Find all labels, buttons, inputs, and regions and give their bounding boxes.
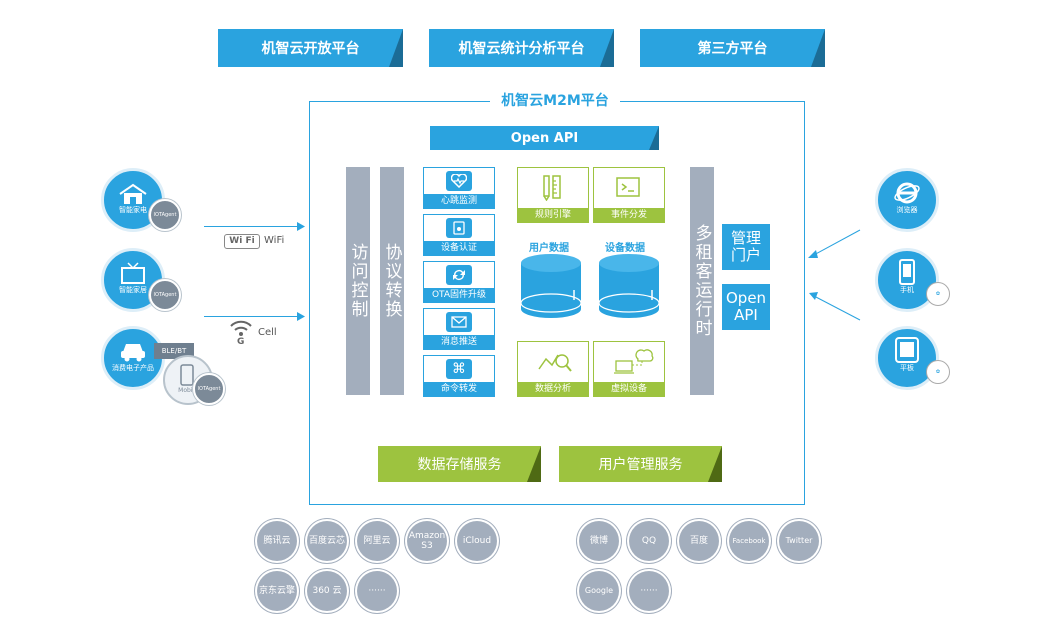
social-google[interactable]: Google <box>579 571 619 611</box>
user-management-service-bar: 用户管理服务 <box>559 446 722 482</box>
bar-label: 用户管理服务 <box>598 457 683 473</box>
device-label: 手机 <box>900 286 914 294</box>
ota-update-icon <box>446 265 472 285</box>
social-facebook[interactable]: Facebook <box>729 521 769 561</box>
service-label: 事件分发 <box>594 208 664 222</box>
device-data-cylinder <box>598 254 660 318</box>
database-cylinders <box>520 254 660 318</box>
service-virtual-device: 虚拟设备 <box>593 341 665 397</box>
service-label: OTA固件升级 <box>424 288 494 302</box>
cell-g-label: G <box>237 337 245 347</box>
service-heartbeat: 心跳监测 <box>423 167 495 209</box>
service-label: 规则引擎 <box>518 208 588 222</box>
signal-icon <box>230 320 252 336</box>
right-api-label: Open API <box>726 289 767 324</box>
social-qq[interactable]: QQ <box>629 521 669 561</box>
service-push: 消息推送 <box>423 308 495 350</box>
user-data-cylinder <box>520 254 582 318</box>
cell-label: Cell <box>258 327 277 338</box>
right-connection-arrows <box>808 229 861 321</box>
bar-label: 数据存储服务 <box>417 457 502 473</box>
social-twitter[interactable]: Twitter <box>779 521 819 561</box>
sdk-badge-icon: ✿ <box>926 282 950 306</box>
service-label: 消息推送 <box>424 335 494 349</box>
user-data-label: 用户数据 <box>529 243 569 254</box>
top-platform-label: 第三方平台 <box>697 41 768 57</box>
service-ota: OTA固件升级 <box>423 261 495 303</box>
device-browser: 浏览器 <box>875 168 939 232</box>
analysis-magnifier-icon <box>538 347 572 375</box>
car-icon <box>121 344 145 362</box>
arrow-head-icon <box>297 222 305 231</box>
mobile-phone-icon <box>180 364 194 386</box>
top-platform-open[interactable]: 机智云开放平台 <box>218 29 403 67</box>
device-label: 消费电子产品 <box>112 364 154 372</box>
provider-baidu-cloud[interactable]: 百度云芯 <box>307 521 347 561</box>
command-key-icon: ⌘ <box>446 359 472 379</box>
service-command: ⌘ 命令转发 <box>423 355 495 397</box>
cloud-laptop-icon <box>614 347 654 375</box>
service-rule-engine: 规则引擎 <box>517 167 589 223</box>
service-label: 命令转发 <box>424 382 494 396</box>
data-storage-service-bar: 数据存储服务 <box>378 446 541 482</box>
open-api-bar[interactable]: Open API <box>430 126 659 150</box>
device-auth-icon <box>446 218 472 238</box>
top-platform-stats[interactable]: 机智云统计分析平台 <box>429 29 614 67</box>
iot-agent-badge: IOTAgent <box>193 373 225 405</box>
device-label: 平板 <box>900 364 914 372</box>
top-platform-label: 机智云统计分析平台 <box>458 41 585 57</box>
terminal-icon <box>614 173 642 201</box>
provider-jd-cloud[interactable]: 京东云擎 <box>257 571 297 611</box>
multi-tenant-column: 多租客运行时 <box>690 167 714 395</box>
provider-icloud[interactable]: iCloud <box>457 521 497 561</box>
m2m-platform-title: 机智云M2M平台 <box>490 90 620 110</box>
top-platform-label: 机智云开放平台 <box>261 41 360 57</box>
service-label: 心跳监测 <box>424 194 494 208</box>
portal-label: 管理门户 <box>730 229 761 264</box>
access-control-column: 访问控制 <box>346 167 370 395</box>
tv-icon <box>121 262 145 284</box>
device-label: 智能家电 <box>119 206 147 214</box>
heartbeat-icon <box>446 171 472 191</box>
house-icon <box>119 183 147 204</box>
envelope-icon <box>446 312 472 332</box>
service-device-auth: 设备认证 <box>423 214 495 256</box>
top-platform-third[interactable]: 第三方平台 <box>640 29 825 67</box>
iot-agent-badge: IOTAgent <box>149 199 181 231</box>
service-label: 虚拟设备 <box>594 382 664 396</box>
service-label: 设备认证 <box>424 241 494 255</box>
protocol-convert-column: 协议转换 <box>380 167 404 395</box>
social-weibo[interactable]: 微博 <box>579 521 619 561</box>
sdk-badge-icon: ✿ <box>926 360 950 384</box>
provider-more[interactable]: ······ <box>357 571 397 611</box>
browser-icon <box>894 182 920 204</box>
open-api-label: Open API <box>510 130 579 146</box>
provider-amazon-s3[interactable]: Amazon S3 <box>407 521 447 561</box>
arrow-head-icon <box>297 312 305 321</box>
wifi-connection-line <box>204 226 304 227</box>
mobile-label: Mobile <box>178 387 198 394</box>
management-portal[interactable]: 管理门户 <box>722 224 770 270</box>
service-data-analysis: 数据分析 <box>517 341 589 397</box>
service-event-dispatch: 事件分发 <box>593 167 665 223</box>
wifi-logo: Wi Fi <box>224 234 260 249</box>
cell-connection-line <box>204 316 304 317</box>
social-more[interactable]: ······ <box>629 571 669 611</box>
social-baidu[interactable]: 百度 <box>679 521 719 561</box>
phone-icon <box>899 259 915 285</box>
pencil-ruler-icon <box>538 173 566 202</box>
device-data-label: 设备数据 <box>605 243 645 254</box>
provider-360-cloud[interactable]: 360 云 <box>307 571 347 611</box>
iot-agent-badge: IOTAgent <box>149 279 181 311</box>
service-label: 数据分析 <box>518 382 588 396</box>
provider-tencent[interactable]: 腾讯云 <box>257 521 297 561</box>
wifi-label: WiFi <box>264 235 285 246</box>
device-label: 智能家居 <box>119 286 147 294</box>
tablet-icon <box>895 337 919 363</box>
provider-aliyun[interactable]: 阿里云 <box>357 521 397 561</box>
device-label: 浏览器 <box>896 206 918 214</box>
right-open-api[interactable]: Open API <box>722 284 770 330</box>
